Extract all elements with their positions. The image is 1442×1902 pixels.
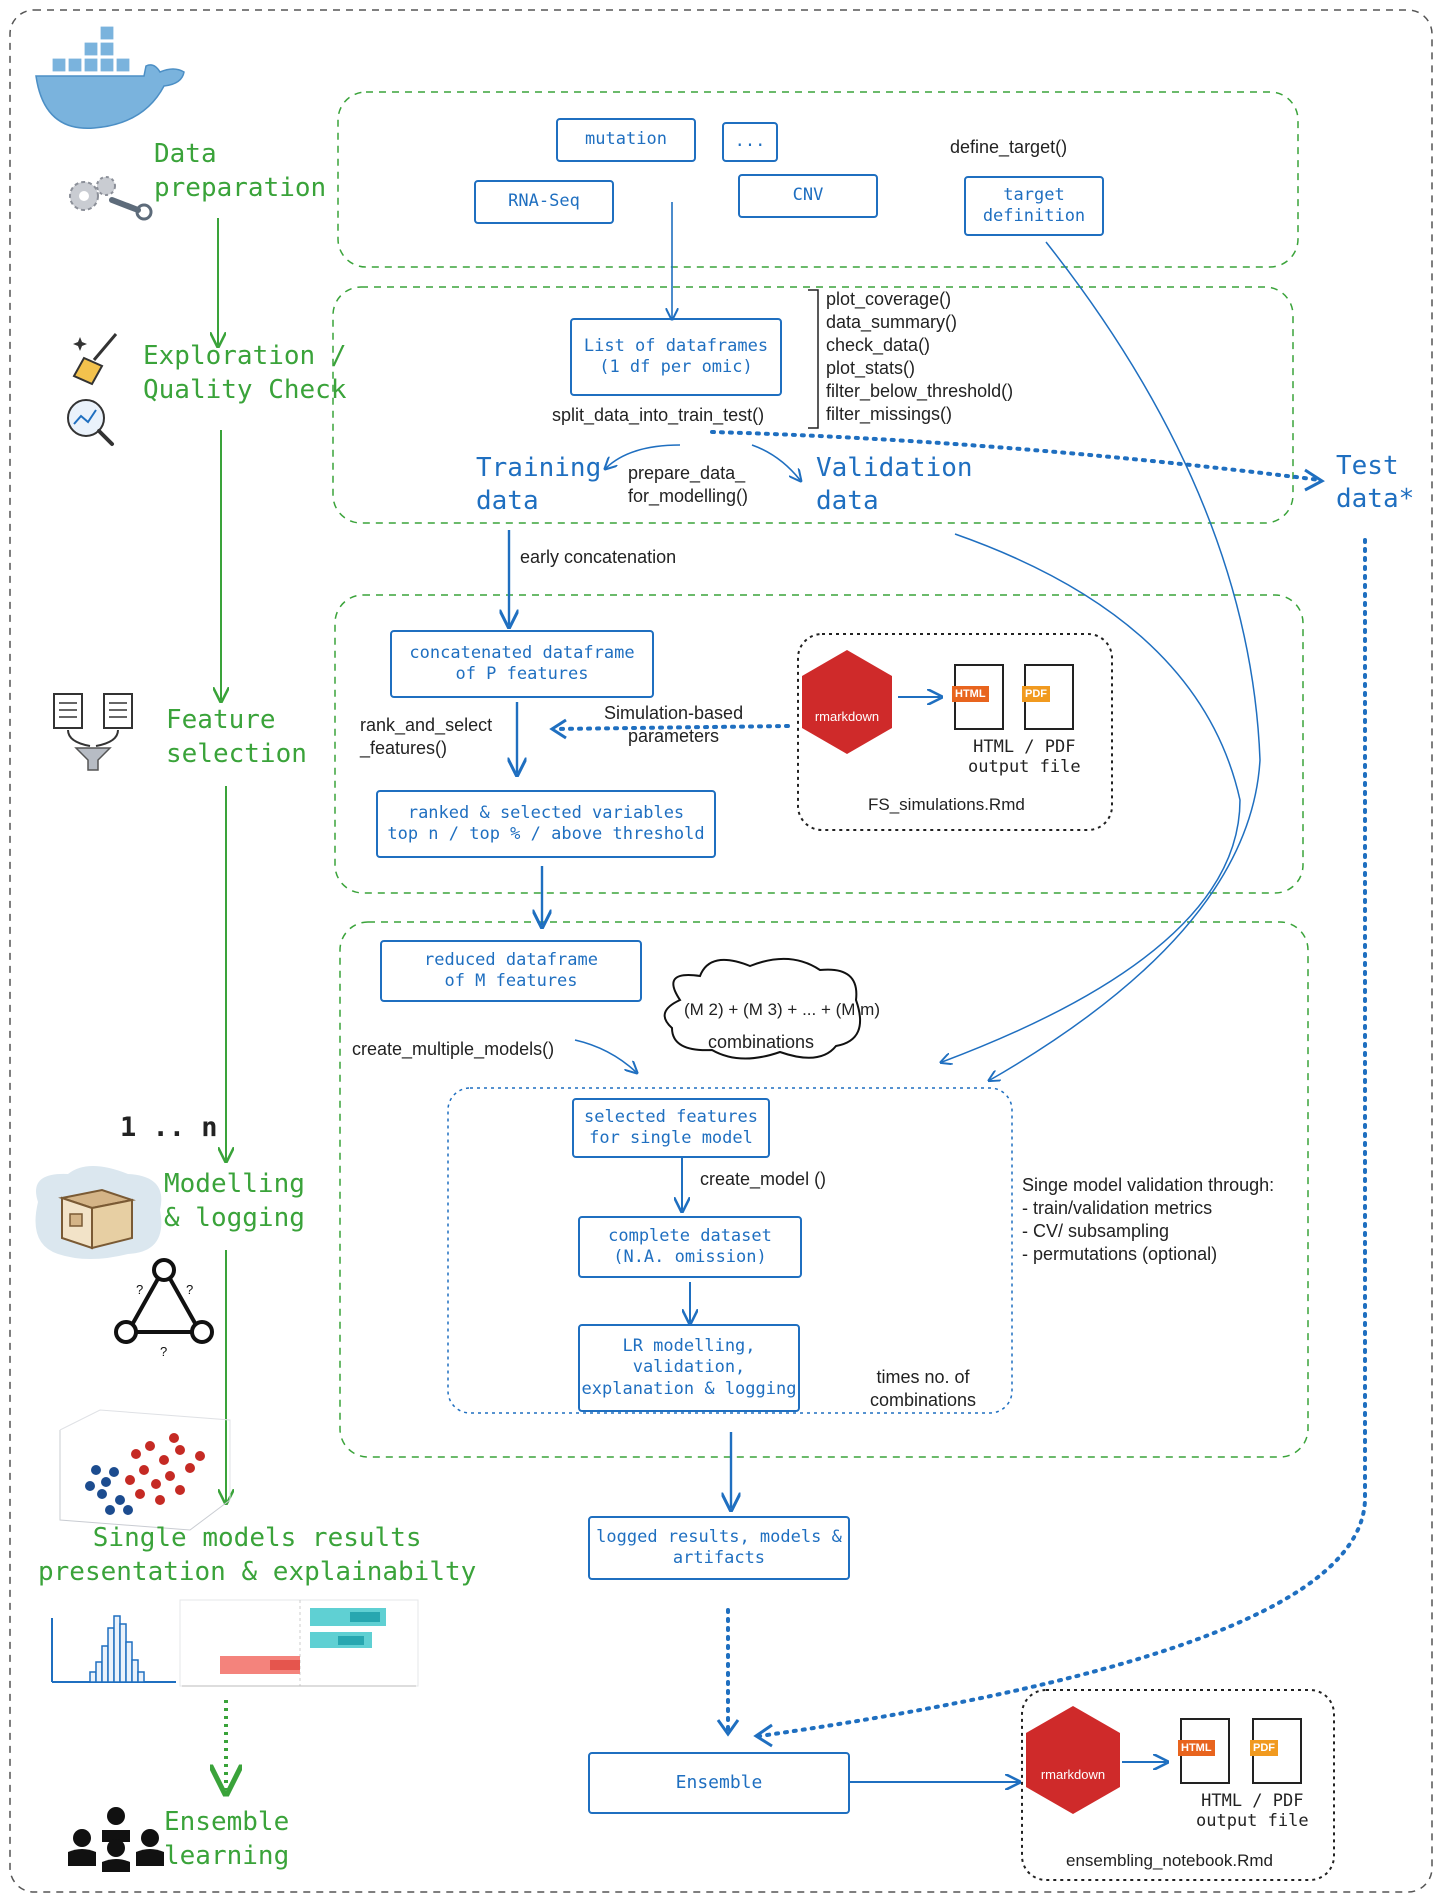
iterations-label: 1 .. n xyxy=(120,1112,218,1143)
target-definition-box: target definition xyxy=(964,176,1104,236)
box-icon xyxy=(35,1166,162,1259)
stage-results: Single models results presentation & exp… xyxy=(38,1523,477,1587)
rmarkdown-label-fs: rmarkdown xyxy=(814,709,880,724)
docker-whale-icon xyxy=(35,25,185,129)
mutation-box: mutation xyxy=(556,118,696,162)
rmarkdown-label-ensemble: rmarkdown xyxy=(1040,1767,1106,1782)
lr-modelling-box: LR modelling, validation, explanation & … xyxy=(578,1324,800,1412)
create-multiple-models-fn: create_multiple_models() xyxy=(352,1039,555,1059)
stage-data-preparation: Data preparation xyxy=(154,139,327,203)
combinations-label: combinations xyxy=(708,1032,815,1052)
svg-text:?: ? xyxy=(136,1282,143,1297)
people-icon xyxy=(68,1807,164,1872)
scatter-3d-icon xyxy=(59,1409,231,1531)
selected-features-box: selected features for single model xyxy=(572,1098,770,1158)
rnaseq-box: RNA-Seq xyxy=(474,180,614,224)
reduced-dataframe-box: reduced dataframe of M features xyxy=(380,940,642,1002)
documents-funnel-icon xyxy=(53,693,133,771)
pdf-file-icon-fs: PDF xyxy=(1022,664,1074,730)
stage-feature-selection: Feature selection xyxy=(166,705,307,769)
model-loop-frame xyxy=(447,1087,1013,1414)
validation-data-label: Validation data xyxy=(816,453,973,516)
stage-ensemble: Ensemble learning xyxy=(164,1807,290,1871)
section-frame-modelling xyxy=(339,921,1309,1458)
output-file-label-ensemble: HTML / PDF output file xyxy=(1196,1791,1309,1831)
training-data-label: Training data xyxy=(476,453,602,516)
list-of-dataframes-box: List of dataframes (1 df per omic) xyxy=(570,318,782,396)
html-file-icon-ensemble: HTML xyxy=(1178,1718,1230,1784)
network-graph-icon: ? ? ? xyxy=(114,1258,214,1359)
rmd-frame-ensemble xyxy=(1021,1689,1335,1881)
rmd-frame-fs xyxy=(797,633,1113,831)
stage-exploration: Exploration / Quality Check xyxy=(143,341,347,405)
cnv-box: CNV xyxy=(738,174,878,218)
section-frame-feature xyxy=(334,594,1304,894)
validation-notes: Singe model validation through: - train/… xyxy=(1022,1175,1275,1265)
combinations-formula: (M 2) + (M 3) + ... + (M m) xyxy=(684,1000,880,1019)
stage-modelling: Modelling & logging xyxy=(164,1169,305,1233)
section-frame-data xyxy=(337,91,1299,268)
logged-results-box: logged results, models & artifacts xyxy=(588,1516,850,1580)
exploration-functions: plot_coverage() data_summary() check_dat… xyxy=(826,289,1014,425)
magnifier-chart-icon xyxy=(67,399,114,446)
prepare-data-fn: prepare_data_ for_modelling() xyxy=(628,463,749,507)
define-target-fn: define_target() xyxy=(950,137,1068,157)
ensemble-box: Ensemble xyxy=(588,1752,850,1814)
output-file-label-fs: HTML / PDF output file xyxy=(968,737,1081,777)
gears-icon xyxy=(69,176,153,221)
create-model-fn: create_model () xyxy=(700,1169,827,1189)
other-omics-box: ... xyxy=(722,122,778,162)
broom-icon xyxy=(72,333,118,386)
ranked-variables-box: ranked & selected variables top n / top … xyxy=(376,790,716,858)
simulation-params-label: Simulation-based parameters xyxy=(604,703,744,747)
explanation-barplot-icon xyxy=(179,1599,419,1687)
pdf-file-icon-ensemble: PDF xyxy=(1250,1718,1302,1784)
concatenated-dataframe-box: concatenated dataframe of P features xyxy=(390,630,654,698)
times-combinations-label: times no. of combinations xyxy=(870,1367,977,1411)
svg-text:?: ? xyxy=(160,1344,167,1359)
rank-and-select-fn: rank_and_select _features() xyxy=(360,715,493,759)
complete-dataset-box: complete dataset (N.A. omission) xyxy=(578,1216,802,1278)
split-data-fn: split_data_into_train_test() xyxy=(552,405,765,425)
html-file-icon-fs: HTML xyxy=(952,664,1004,730)
histogram-icon xyxy=(51,1615,176,1683)
ensembling-notebook: ensembling_notebook.Rmd xyxy=(1066,1851,1273,1870)
early-concatenation-label: early concatenation xyxy=(520,547,677,567)
test-data-label: Test data* xyxy=(1336,451,1415,514)
svg-text:?: ? xyxy=(186,1282,193,1297)
combinations-cloud xyxy=(663,957,861,1060)
outer-frame xyxy=(9,9,1433,1893)
fs-simulations-notebook: FS_simulations.Rmd xyxy=(868,795,1025,814)
